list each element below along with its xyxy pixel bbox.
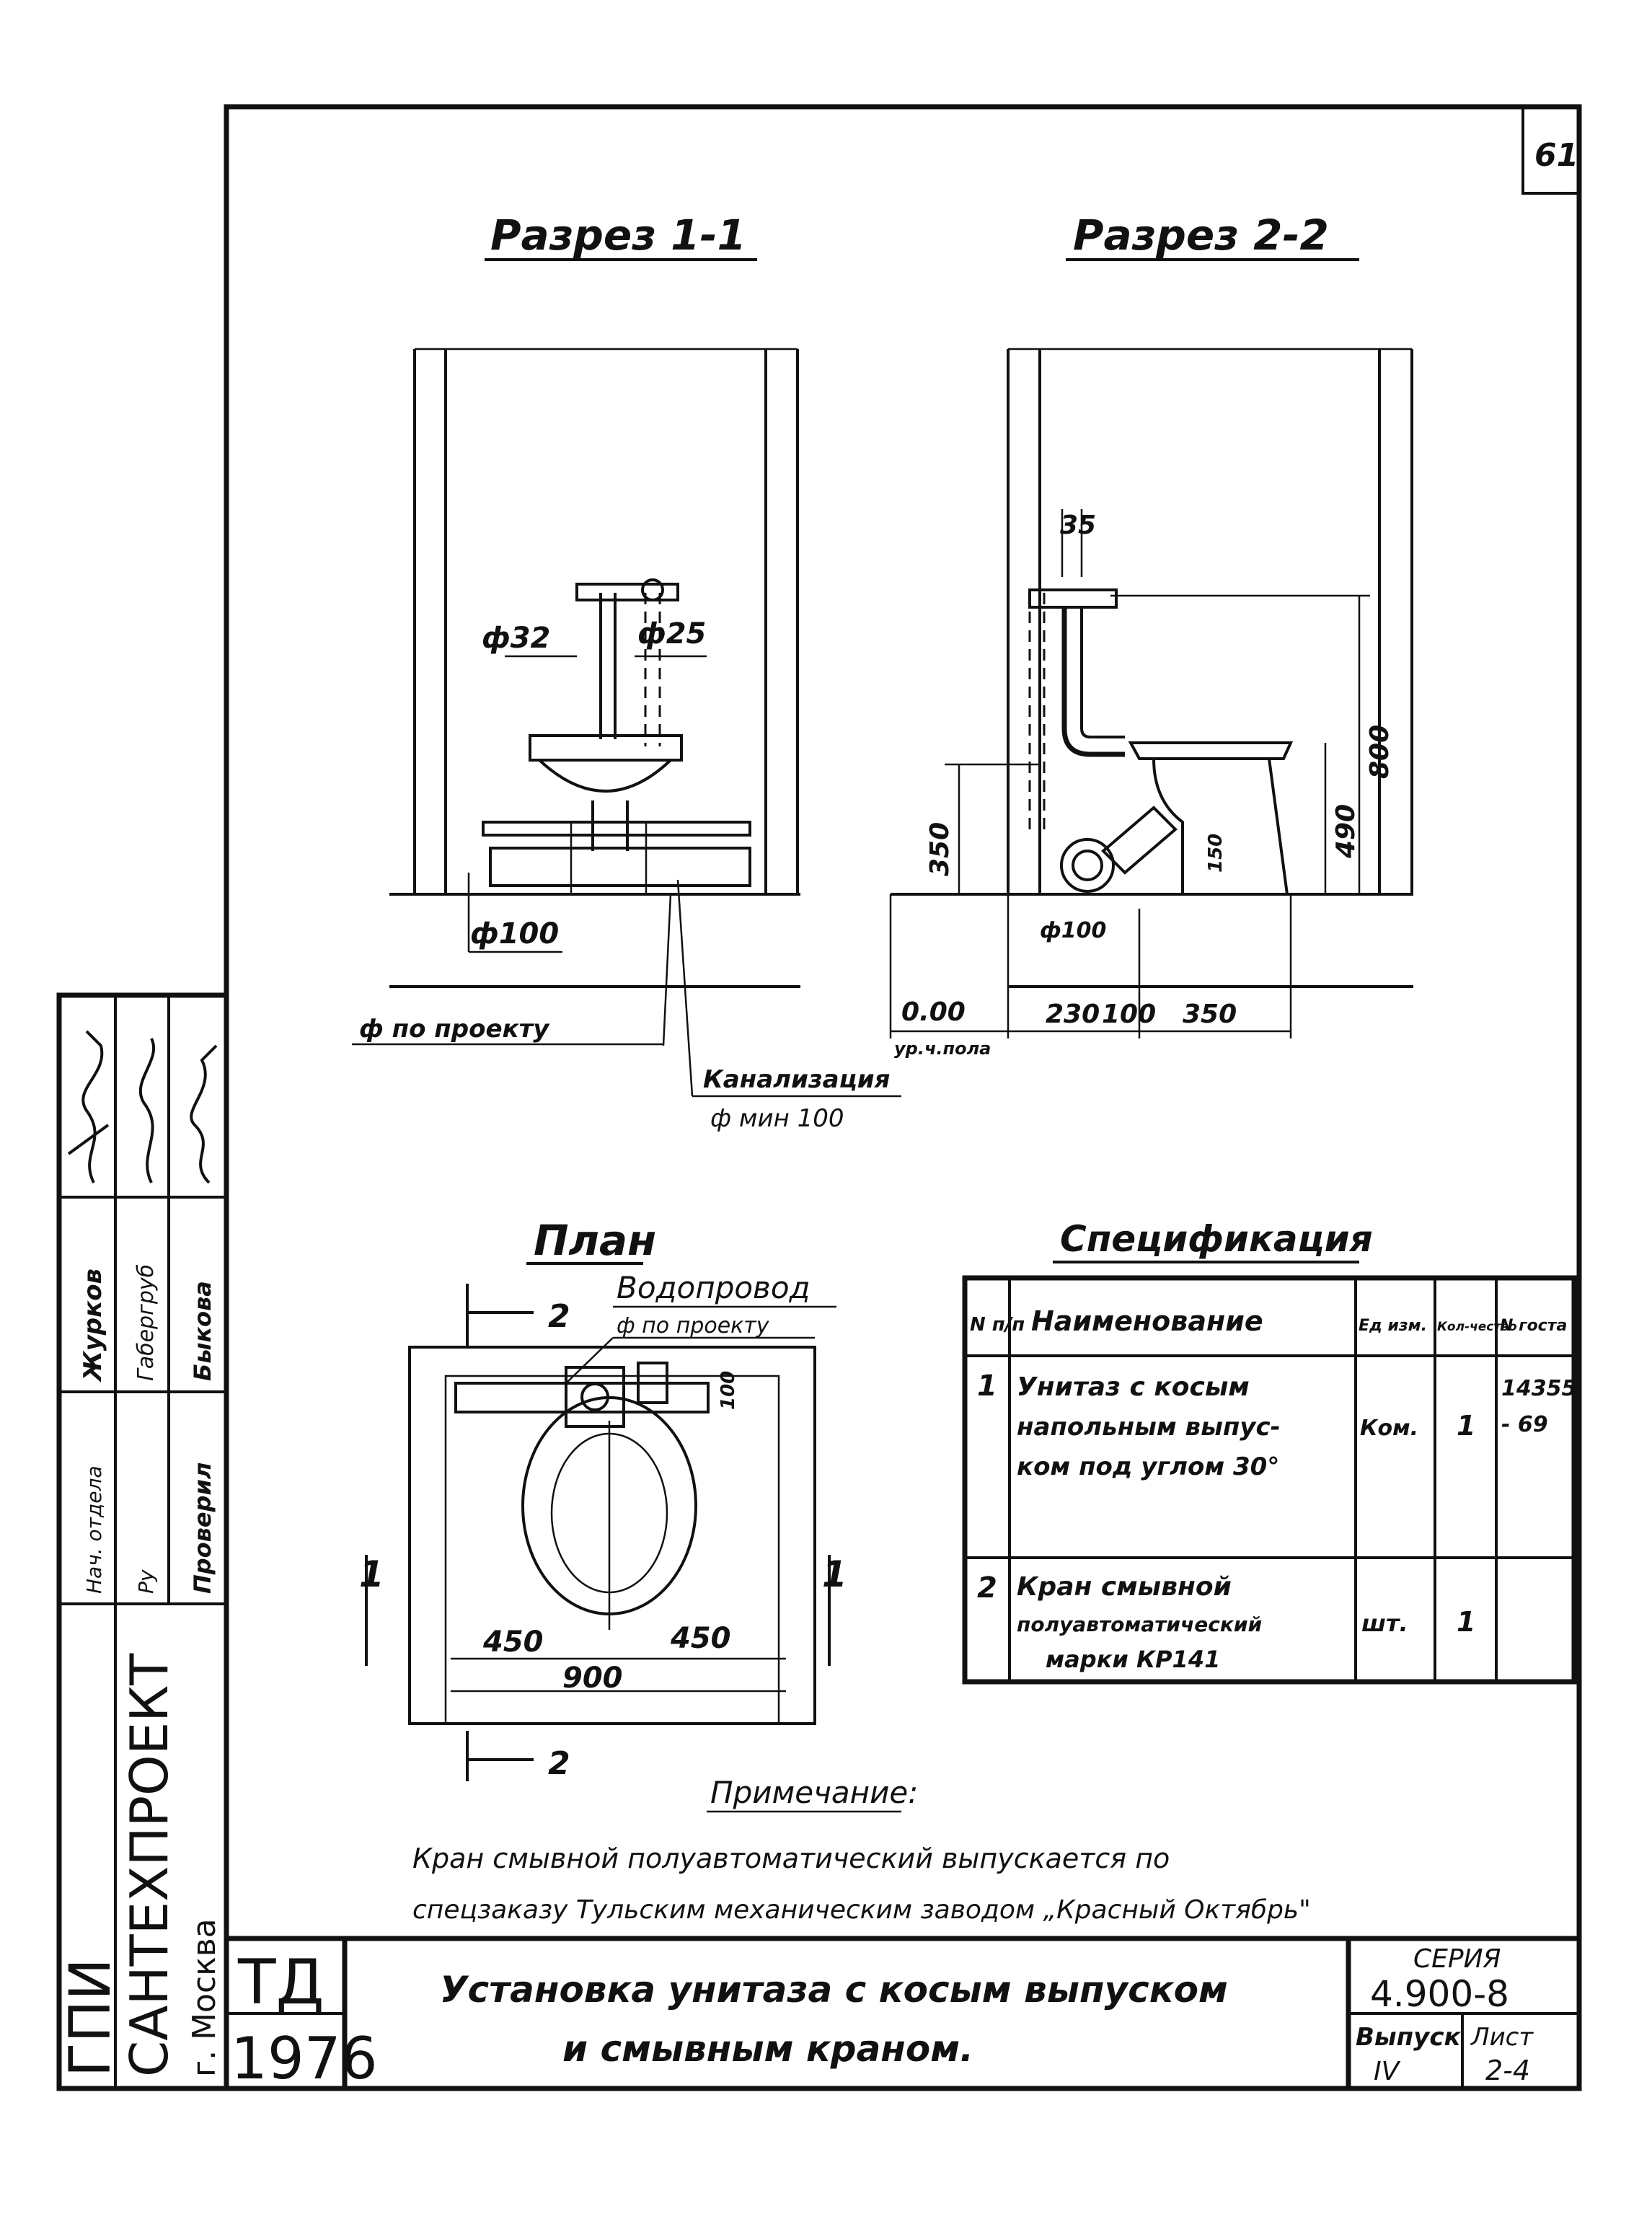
spec-row-2-name-2: полуавтоматический (1017, 1613, 1262, 1636)
level-0-00: 0.00 (901, 997, 966, 1027)
plan-dim-900: 900 (562, 1662, 623, 1695)
dim-350-vertical: 350 (925, 822, 955, 876)
spec-row-2-name-3: марки КР141 (1046, 1646, 1220, 1673)
stamp-name-1: Журков (79, 1269, 107, 1382)
level-sub: ур.ч.пола (894, 1038, 991, 1059)
org-line-1: ГПИ (58, 1958, 123, 2077)
stamp-role-1: Нач. отдела (82, 1465, 106, 1594)
sheet-value: 2-4 (1485, 2055, 1530, 2086)
cut-1-right: 1 (822, 1553, 847, 1595)
dim-350-horizontal: 350 (1183, 1000, 1237, 1029)
series-value: 4.900-8 (1370, 1973, 1509, 2015)
section-1-1-design-note: ф по проекту (359, 1015, 550, 1044)
sheet-title-line-2: и смывным краном. (562, 2028, 973, 2070)
cut-2-top: 2 (548, 1298, 570, 1335)
plan-dim-450-left: 450 (482, 1626, 544, 1659)
note-line-1: Кран смывной полуавтоматический выпускае… (412, 1843, 1170, 1874)
series-label: СЕРИЯ (1413, 1944, 1501, 1974)
signature-1 (67, 1030, 110, 1183)
dim-490: 490 (1331, 804, 1361, 859)
signature-2 (138, 1038, 156, 1183)
spec-header-name: Наименование (1031, 1305, 1263, 1337)
issue-value: IV (1374, 2057, 1401, 2086)
spec-row-1-name-1: Унитаз с косым (1017, 1372, 1250, 1402)
spec-row-2-unit: шт. (1361, 1610, 1408, 1637)
spec-row-1-unit: Ком. (1360, 1416, 1418, 1441)
spec-row-2-qty: 1 (1457, 1606, 1475, 1638)
note-line-2: спецзаказу Тульским механическим заводом… (412, 1895, 1311, 1925)
stamp-role-2: Ру (134, 1569, 158, 1594)
org-line-3: г. Москва (186, 1918, 223, 2077)
td-label: ТД (237, 1946, 324, 2019)
stamp-role-3: Проверил (189, 1463, 216, 1594)
spec-row-1-name-3: ком под углом 30° (1017, 1452, 1279, 1481)
note-title: Примечание: (710, 1775, 918, 1810)
spec-header-gost: N госта (1500, 1317, 1567, 1335)
water-label: Водопровод (617, 1270, 810, 1305)
year: 1976 (231, 2025, 378, 2092)
spec-row-1-gost-2: - 69 (1501, 1412, 1548, 1437)
spec-row-1-qty: 1 (1457, 1410, 1475, 1442)
sewer-sub: ф мин 100 (710, 1104, 844, 1133)
specification-table: Спецификация N п/п Наименование Ед изм. … (962, 1218, 1577, 1685)
sheet-frame (56, 104, 1582, 2091)
section-2-2: Разрез 2-2 35 350 490 800 150 (889, 211, 1413, 1059)
plan-dim-100: 100 (717, 1371, 739, 1410)
spec-row-1-name-2: напольным выпус- (1017, 1413, 1281, 1442)
spec-title: Спецификация (1060, 1218, 1373, 1260)
sheet-label: Лист (1470, 2023, 1534, 2052)
water-sub: ф по проекту (617, 1313, 770, 1338)
dim-800: 800 (1365, 725, 1395, 779)
plan-title: План (534, 1216, 656, 1265)
stamp-name-3: Быкова (189, 1281, 216, 1381)
dim-150: 150 (1205, 834, 1227, 873)
cut-1-left: 1 (359, 1553, 384, 1595)
page-number: 61 (1534, 137, 1578, 174)
spec-row-1-no: 1 (977, 1369, 997, 1403)
plan-dim-450-right: 450 (670, 1622, 731, 1655)
stamp-name-2: Габергруб (133, 1264, 159, 1381)
dim-100-section: 100 (1102, 1000, 1156, 1029)
issue-label: Выпуск (1356, 2023, 1461, 2052)
spec-row-2-name-1: Кран смывной (1017, 1572, 1232, 1602)
stamp-block: Нач. отдела Журков Ру Габергруб Проверил… (67, 1030, 218, 1594)
spec-header-unit: Ед изм. (1359, 1317, 1427, 1335)
spec-header-qty: Кол-чество (1437, 1320, 1517, 1334)
dim-35: 35 (1060, 511, 1096, 540)
note-block: Примечание: Кран смывной полуавтоматичес… (412, 1775, 1311, 1925)
signature-3 (190, 1044, 218, 1184)
sheet-title-line-1: Установка унитаза с косым выпуском (440, 1969, 1228, 2011)
section-1-1-d100: ф100 (470, 917, 559, 950)
sewer-label: Канализация (703, 1065, 890, 1094)
section-2-2-title: Разрез 2-2 (1073, 211, 1329, 260)
section-1-1-d25: ф25 (637, 617, 706, 650)
organisation-block: ГПИ САНТЕХПРОЕКТ г. Москва (58, 1653, 223, 2077)
section-1-1-d32: ф32 (482, 622, 550, 655)
spec-row-1-gost-1: 14355 (1501, 1376, 1576, 1401)
plan-view: План 100 Водопровод ф по проекту 2 2 1 1 (359, 1216, 847, 1782)
spec-row-2-no: 2 (977, 1571, 997, 1605)
section-1-1: Разрез 1-1 ф32 ф2 (352, 211, 901, 1133)
section-2-2-d100: ф100 (1040, 918, 1106, 943)
dim-230: 230 (1046, 1000, 1100, 1029)
section-1-1-title: Разрез 1-1 (490, 211, 746, 260)
spec-header-no: N п/п (970, 1314, 1025, 1336)
cut-2-bottom: 2 (548, 1745, 570, 1782)
org-line-2: САНТЕХПРОЕКТ (119, 1653, 180, 2077)
